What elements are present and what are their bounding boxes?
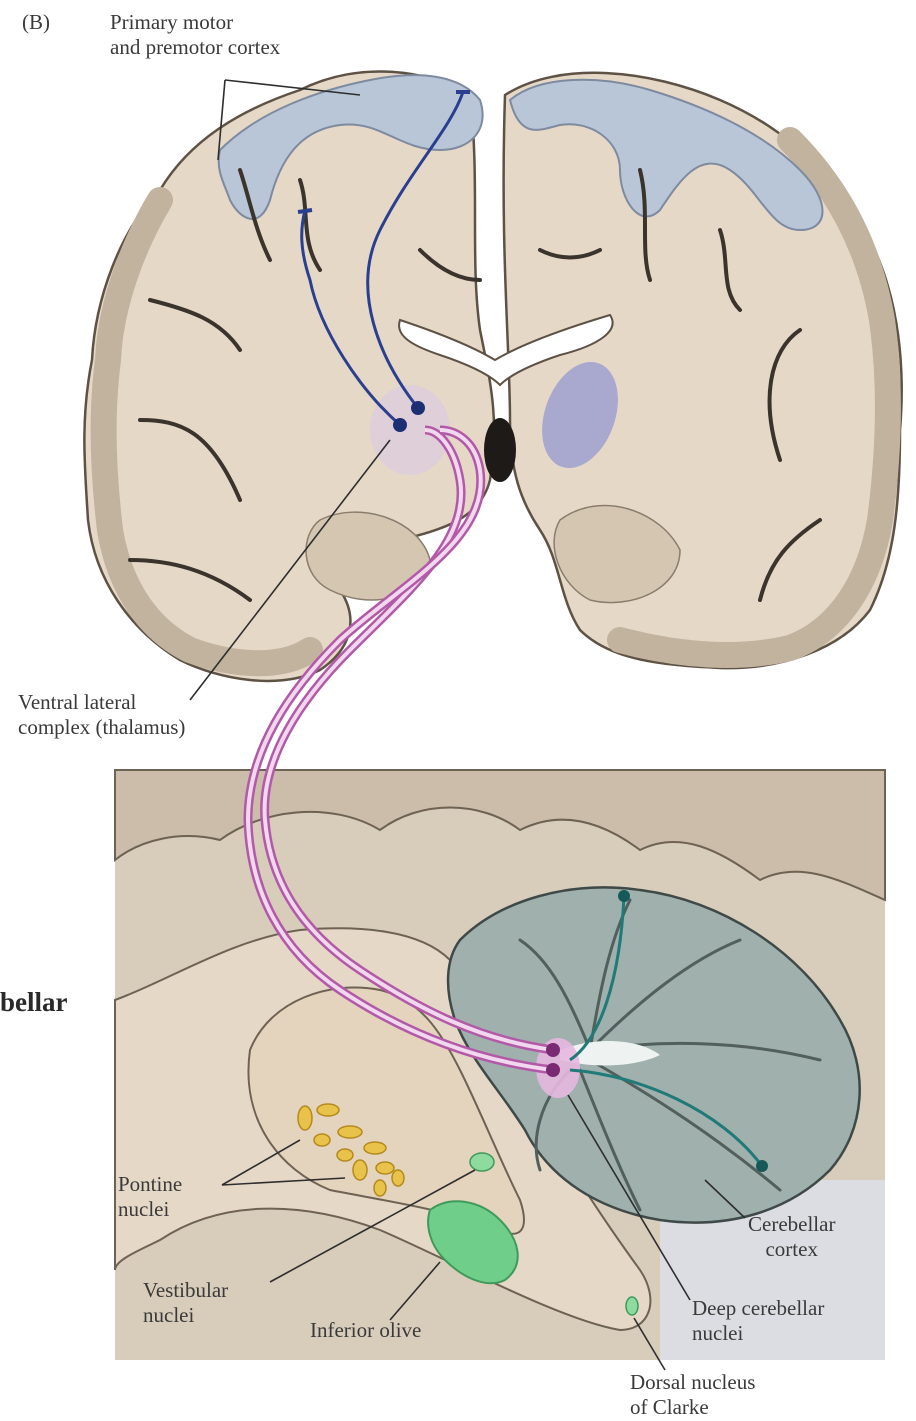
label-line: nuclei xyxy=(143,1303,228,1328)
label-line: nuclei xyxy=(118,1197,182,1222)
thalamic-neuron-2 xyxy=(411,401,425,415)
panel-letter: (B) xyxy=(22,10,50,35)
label-dorsal-nucleus-clarke: Dorsal nucleus of Clarke xyxy=(630,1370,755,1420)
third-ventricle xyxy=(484,418,516,482)
dorsal-nucleus-of-clarke xyxy=(626,1297,638,1315)
label-line: Vestibular xyxy=(143,1278,228,1303)
label-motor-cortex: Primary motor and premotor cortex xyxy=(110,10,280,60)
label-line: Pontine xyxy=(118,1172,182,1197)
label-line: of Clarke xyxy=(630,1395,755,1420)
label-inferior-olive: Inferior olive xyxy=(310,1318,421,1343)
label-line: Ventral lateral xyxy=(18,690,185,715)
label-line: Cerebellar xyxy=(748,1212,835,1237)
label-line: Inferior olive xyxy=(310,1318,421,1343)
partial-side-label: bellar xyxy=(0,990,68,1015)
label-line: and premotor cortex xyxy=(110,35,280,60)
label-cerebellar-cortex: Cerebellar cortex xyxy=(748,1212,835,1262)
left-hemisphere xyxy=(84,71,494,680)
label-line: nuclei xyxy=(692,1321,824,1346)
purkinje-cell-1 xyxy=(618,890,630,902)
purkinje-cell-2 xyxy=(756,1160,768,1172)
label-line: cortex xyxy=(748,1237,835,1262)
label-vestibular-nuclei: Vestibular nuclei xyxy=(143,1278,228,1328)
coronal-brain-section xyxy=(84,71,901,680)
label-line: complex (thalamus) xyxy=(18,715,185,740)
label-pontine-nuclei: Pontine nuclei xyxy=(118,1172,182,1222)
deep-nucleus-neuron-1 xyxy=(546,1043,560,1057)
vestibular-nucleus xyxy=(470,1153,494,1171)
label-line: Primary motor xyxy=(110,10,280,35)
deep-nucleus-neuron-2 xyxy=(546,1063,560,1077)
thalamic-neuron-1 xyxy=(393,418,407,432)
label-line: Deep cerebellar xyxy=(692,1296,824,1321)
label-thalamus: Ventral lateral complex (thalamus) xyxy=(18,690,185,740)
label-deep-cerebellar-nuclei: Deep cerebellar nuclei xyxy=(692,1296,824,1346)
label-line: Dorsal nucleus xyxy=(630,1370,755,1395)
